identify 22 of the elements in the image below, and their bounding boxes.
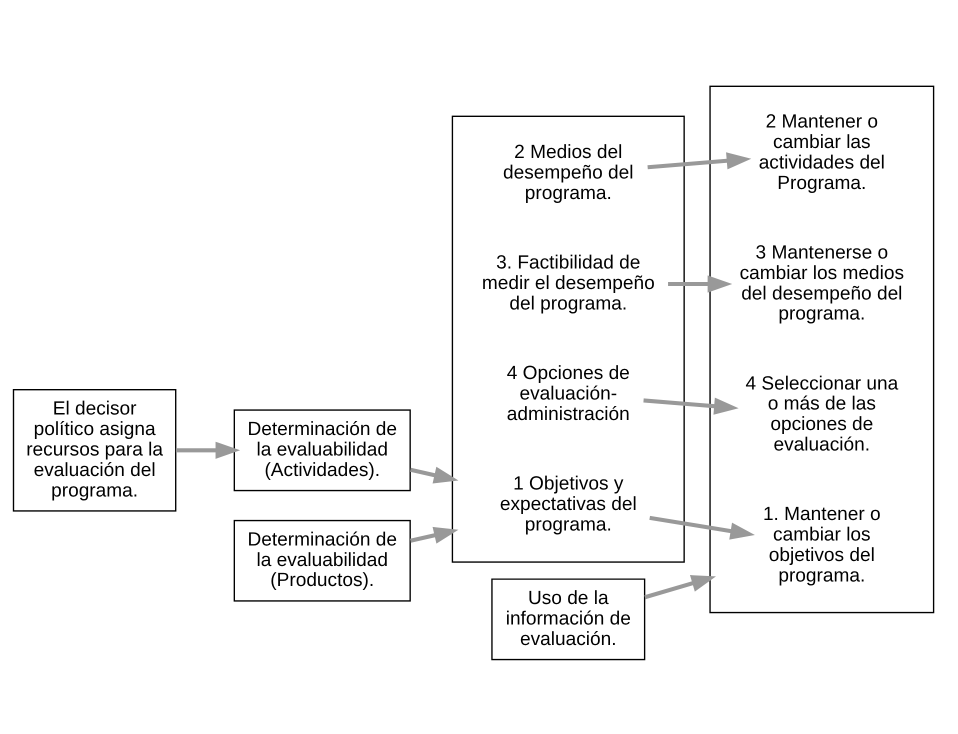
- node-text: 1. Mantener o cambiar los objetivos del programa.: [762, 504, 881, 586]
- node-box: Determinación de la evaluabilidad (Actividades).: [234, 408, 411, 491]
- cluster: [452, 115, 685, 562]
- arrow: [410, 466, 458, 484]
- node-text: 2 Mantener o cambiar las actividades del Programa.: [758, 111, 885, 194]
- arrow: [176, 441, 240, 458]
- node-box: Uso de la información de evaluación.: [491, 578, 646, 660]
- node-text: 3 Mantenerse o cambiar los medios del desempeño del programa.: [740, 242, 904, 324]
- node-text: 4 Seleccionar una o más de las opciones de evaluación.: [745, 372, 898, 456]
- node-text: 4 Opciones de evaluación-administración: [506, 362, 630, 424]
- node-text: 1 Objetivos y expectativas del programa.: [500, 472, 637, 535]
- arrow: [644, 574, 716, 599]
- arrow: [647, 152, 752, 169]
- cluster: [709, 85, 934, 613]
- arrow: [643, 397, 739, 414]
- arrow: [649, 515, 755, 540]
- node-text: 2 Medios del desempeño del programa.: [503, 142, 634, 204]
- node-text: 3. Factibilidad de medir el desempeño del programa.: [482, 252, 655, 314]
- node-box: El decisor político asigna recursos para la evaluación del programa.: [12, 388, 176, 512]
- node-box: Determinación de la evaluabilidad (Productos).: [234, 519, 411, 602]
- arrow: [410, 526, 458, 544]
- arrow: [668, 274, 732, 292]
